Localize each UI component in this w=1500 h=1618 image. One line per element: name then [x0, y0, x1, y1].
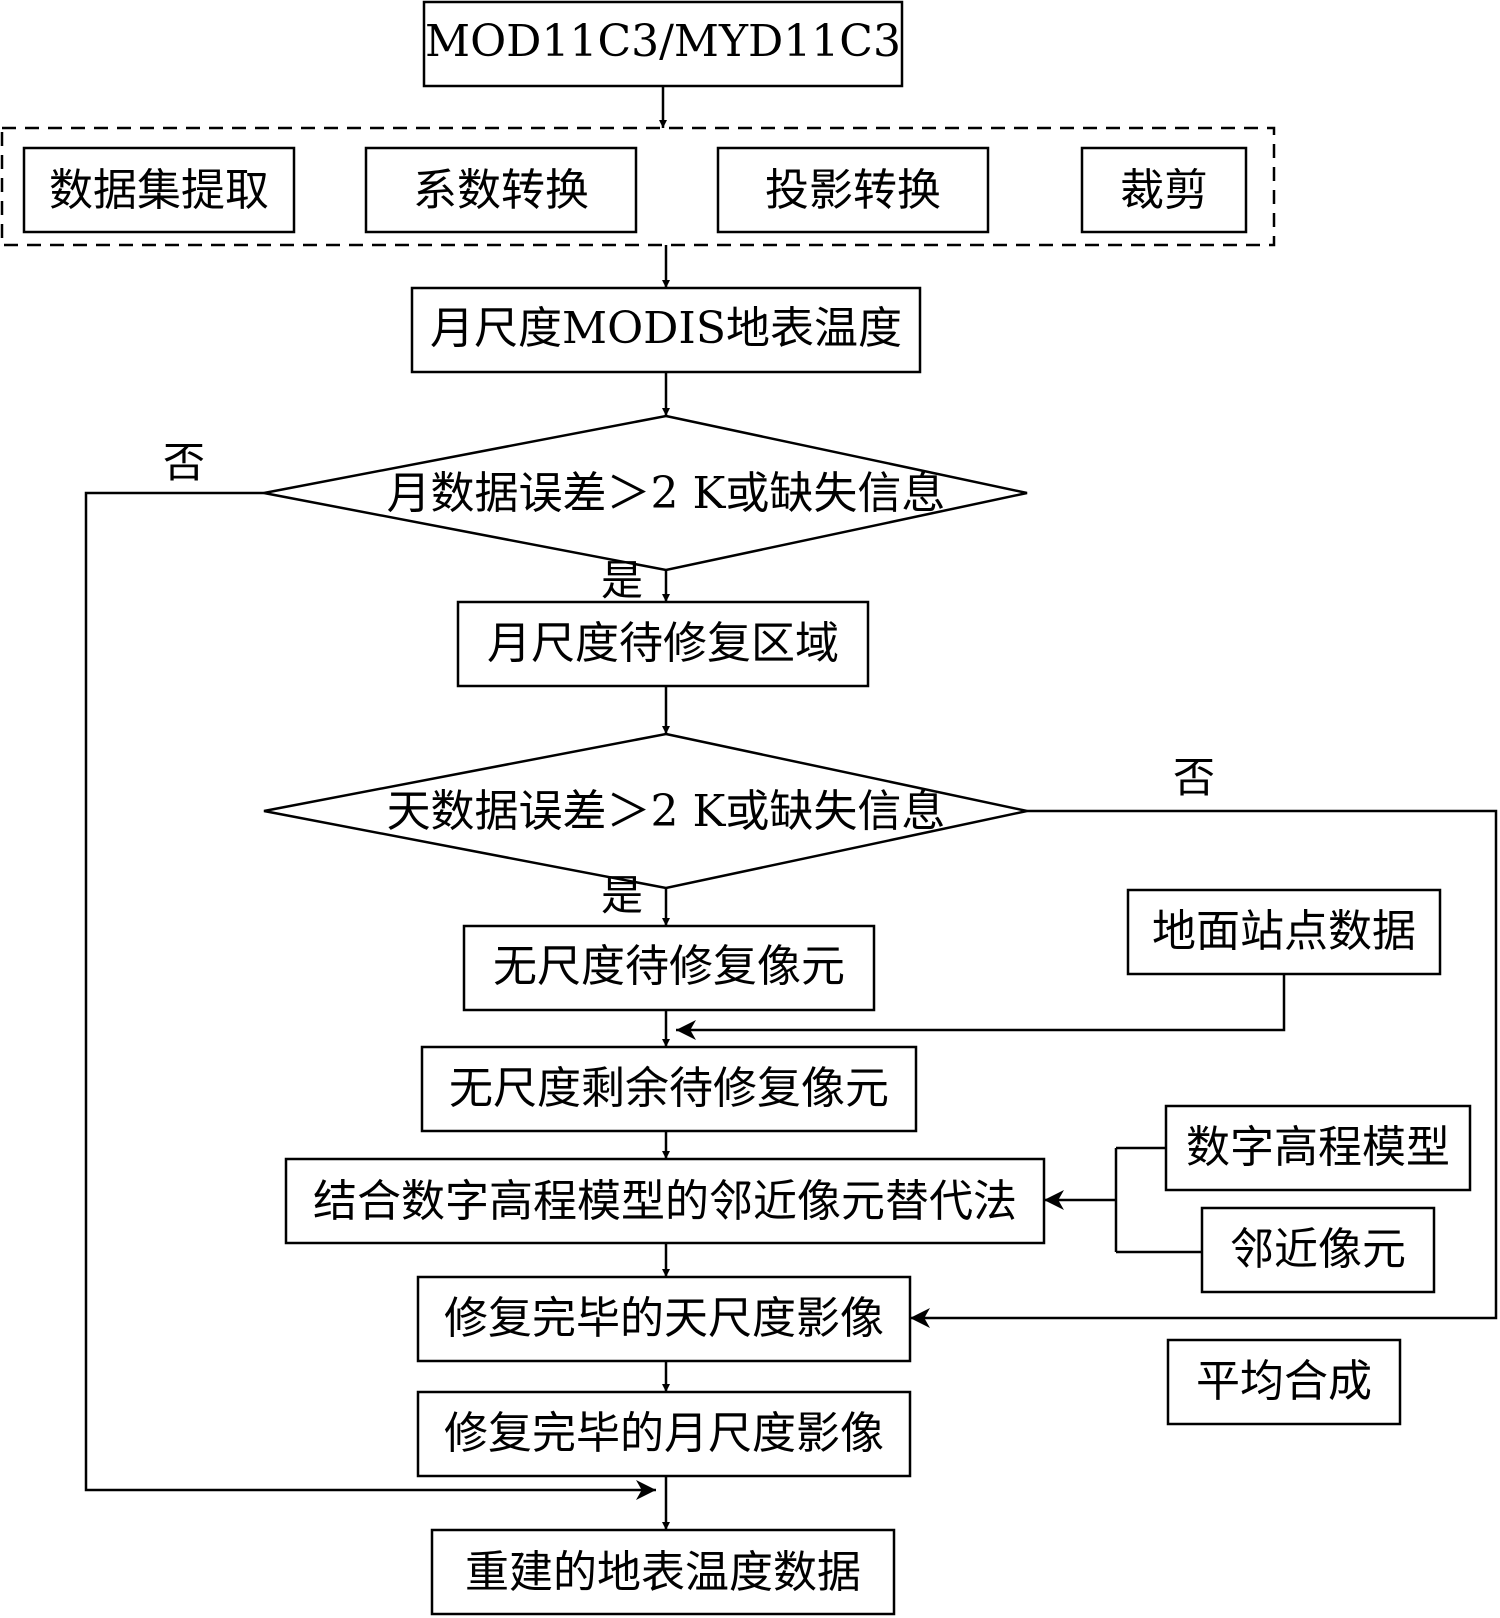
dem-method-label: 结合数字高程模型的邻近像元替代法 — [313, 1176, 1017, 1227]
preprocess-step-2: 系数转换 — [413, 165, 589, 216]
monthly-lst-node: 月尺度MODIS地表温度 — [410, 286, 922, 374]
daily-check-label: 天数据误差＞2 K或缺失信息 — [387, 786, 946, 837]
station-data-label: 地面站点数据 — [1152, 906, 1416, 957]
preprocess-step-4: 裁剪 — [1120, 165, 1208, 216]
preprocess-step-3: 投影转换 — [765, 165, 941, 216]
remaining-pixels-label: 无尺度剩余待修复像元 — [449, 1063, 889, 1114]
daily-done-label: 修复完毕的天尺度影像 — [444, 1293, 884, 1344]
daily-check-decision: 天数据误差＞2 K或缺失信息 — [263, 732, 1028, 890]
final-node: 重建的地表温度数据 — [430, 1528, 896, 1616]
source-node: MOD11C3/MYD11C3 — [422, 0, 904, 88]
connectors — [84, 86, 1498, 1530]
daily-yes-label: 是 — [601, 871, 643, 920]
monthly-repair-area-label: 月尺度待修复区域 — [487, 618, 839, 669]
final-label: 重建的地表温度数据 — [465, 1547, 861, 1598]
monthly-lst-label: 月尺度MODIS地表温度 — [430, 303, 902, 354]
station-data-node: 地面站点数据 — [1126, 888, 1442, 976]
daily-repair-pixels-node: 无尺度待修复像元 — [462, 924, 876, 1012]
average-composite-label: 平均合成 — [1196, 1356, 1372, 1407]
daily-repair-pixels-label: 无尺度待修复像元 — [493, 941, 845, 992]
monthly-no-label: 否 — [163, 438, 205, 487]
arrow-station-data — [676, 974, 1286, 1040]
monthly-check-label: 月数据误差＞2 K或缺失信息 — [387, 468, 946, 519]
dem-label: 数字高程模型 — [1186, 1122, 1450, 1173]
remaining-pixels-node: 无尺度剩余待修复像元 — [420, 1045, 918, 1133]
daily-no-label: 否 — [1173, 753, 1215, 802]
dem-node: 数字高程模型 — [1164, 1104, 1472, 1192]
average-composite-node: 平均合成 — [1166, 1338, 1402, 1426]
monthly-done-label: 修复完毕的月尺度影像 — [444, 1408, 884, 1459]
preprocess-group: 数据集提取 系数转换 投影转换 裁剪 — [0, 126, 1276, 247]
monthly-done-node: 修复完毕的月尺度影像 — [416, 1390, 912, 1478]
monthly-repair-area-node: 月尺度待修复区域 — [456, 600, 870, 688]
neighbor-pixels-label: 邻近像元 — [1230, 1224, 1406, 1275]
neighbor-pixels-node: 邻近像元 — [1200, 1206, 1436, 1294]
arrow-daily-check-no — [910, 809, 1498, 1328]
monthly-yes-label: 是 — [601, 556, 643, 605]
preprocess-step-1: 数据集提取 — [49, 165, 269, 216]
monthly-check-decision: 月数据误差＞2 K或缺失信息 — [263, 414, 1028, 572]
source-label: MOD11C3/MYD11C3 — [425, 16, 901, 67]
arrow-monthly-check-no — [84, 491, 656, 1500]
dem-method-node: 结合数字高程模型的邻近像元替代法 — [284, 1157, 1046, 1245]
daily-done-node: 修复完毕的天尺度影像 — [416, 1275, 912, 1363]
